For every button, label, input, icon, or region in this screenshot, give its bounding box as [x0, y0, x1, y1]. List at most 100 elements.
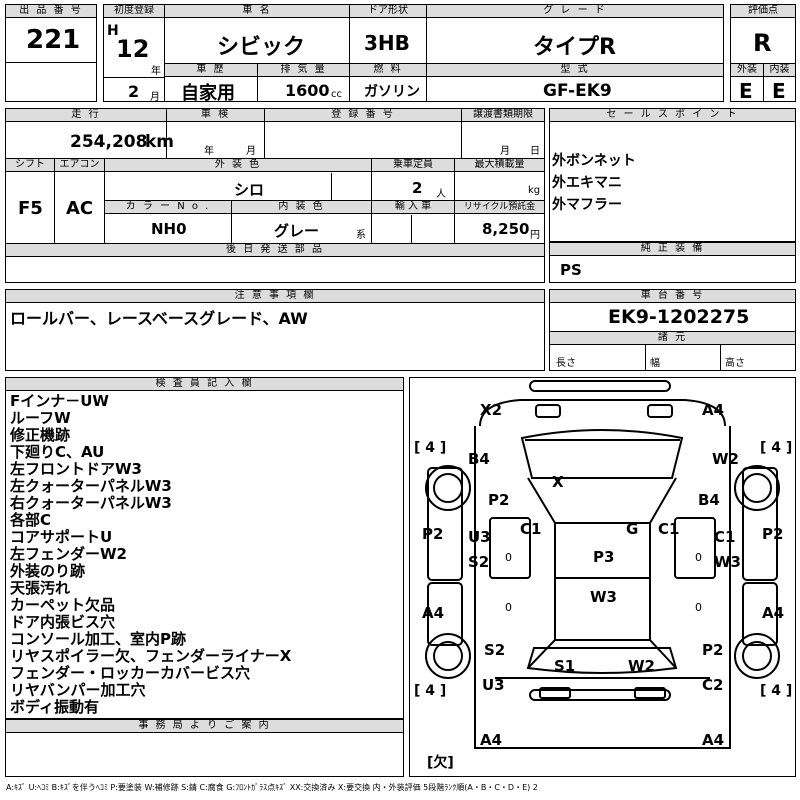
genuine-equipment-box: 純 正 装 備 PS [549, 242, 796, 283]
mileage-unit: km [145, 132, 175, 152]
lot-label: 出 品 番 号 [6, 5, 96, 18]
insp-year-unit: 年 [204, 146, 214, 157]
car-name-box: 車 名 シビック 車 歴 排 気 量 自家用 1600 cc [164, 4, 350, 104]
sales-point-2: 外エキマニ [552, 175, 622, 191]
first-reg-year: 12 [116, 35, 150, 63]
damage-code-c1l: C1 [520, 520, 542, 538]
import-label: 輸 入 車 [372, 201, 454, 214]
chassis-label: 車 台 番 号 [550, 290, 795, 303]
inspector-note: 右クォーターパネルW3 [10, 494, 172, 512]
damage-code-a4l: A4 [422, 604, 445, 622]
mileage: 254,208 [70, 132, 148, 152]
inspector-note: Fインナ－UW [10, 392, 109, 410]
first-reg-month: 2 [128, 82, 140, 101]
color-no: NH0 [151, 220, 187, 238]
damage-code-b4r: B4 [698, 491, 720, 509]
score-label: 評価点 [731, 5, 795, 18]
office-box: 事 務 局 よ り ご 案 内 [5, 719, 404, 777]
displacement: 1600 [285, 81, 330, 100]
later-parts-label: 後 日 発 送 部 品 [6, 244, 544, 257]
damage-code-a4br: A4 [702, 731, 725, 749]
damage-code-u3b: U3 [482, 676, 505, 694]
grade-box: グ レ ー ド タイプR 型 式 GF-EK9 [426, 4, 724, 102]
inspector-note: コアサポートU [10, 528, 113, 546]
car-outline [425, 380, 780, 749]
damage-code-s2b: S2 [484, 641, 506, 659]
score-box: 評価点 R 外装 内装 E E [730, 4, 796, 103]
history: 自家用 [181, 83, 235, 104]
score: R [753, 29, 772, 57]
specs-label: 諸 元 [550, 332, 795, 345]
ext-label: 外装 [731, 64, 763, 77]
damage-code-g: G [626, 520, 639, 538]
car-name: シビック [217, 35, 306, 60]
insp-month-unit: 月 [246, 146, 256, 157]
int-color: グレー [274, 222, 320, 240]
deadline-month-unit: 月 [500, 146, 510, 157]
tire-rear-right: [ 4 ] [760, 683, 793, 699]
month-unit: 月 [150, 92, 160, 103]
damage-code-w2b: W2 [628, 657, 655, 675]
recycle-fee: 8,250 [482, 220, 530, 238]
inspector-note: 左フロントドアW3 [10, 460, 142, 478]
int-color-label: 内 装 色 [232, 201, 371, 214]
damage-code-p2l: P2 [488, 491, 510, 509]
int-color-unit: 系 [356, 230, 366, 241]
inspector-note: コンソール加工、室内P跡 [10, 630, 186, 648]
inspector-note: ボディ振動有 [10, 698, 99, 716]
sales-point-3: 外マフラー [552, 197, 622, 213]
sales-point-label: セ ー ル ス ポ イ ン ト [550, 109, 795, 122]
capacity: 2 [412, 179, 423, 197]
load-label: 最大積載量 [455, 159, 544, 172]
damage-code-c1ri: C1 [714, 528, 736, 546]
office-label: 事 務 局 よ り ご 案 内 [6, 720, 403, 733]
inspector-note: 下廻りC、AU [10, 443, 105, 461]
aircon-label: エアコン [55, 159, 104, 172]
model-label: 型 式 [427, 64, 723, 77]
damage-code-zl1: 0 [505, 551, 512, 564]
genuine-equipment: PS [560, 261, 582, 279]
first-registration-box: 初度登録 H 12 年 2 月 [103, 4, 165, 103]
car-name-label: 車 名 [165, 5, 349, 18]
damage-code-s2l: S2 [468, 553, 490, 571]
damage-code-s1: S1 [554, 657, 576, 675]
lot-number: 221 [26, 25, 81, 55]
damage-code-p2or: P2 [762, 525, 784, 543]
fuel-label: 燃 料 [350, 64, 426, 77]
tire-rear-left: [ 4 ] [414, 683, 447, 699]
inspector-note: 各部C [10, 511, 52, 529]
load-unit: kg [528, 185, 541, 196]
tire-front-left: [ 4 ] [414, 440, 447, 456]
inspector-note: ルーフW [10, 409, 71, 427]
length-label: 長さ [556, 358, 576, 369]
first-reg-label: 初度登録 [104, 5, 164, 18]
capacity-label: 乗車定員 [372, 159, 454, 172]
door-label: ドア形状 [350, 5, 426, 18]
damage-code-a4bl: A4 [480, 731, 503, 749]
door-type: 3HB [364, 31, 410, 55]
inspector-note: フェンダー・ロッカーカバービス穴 [10, 664, 251, 682]
height-label: 高さ [725, 358, 745, 369]
grade-label: グ レ ー ド [427, 5, 723, 18]
aircon: AC [66, 198, 94, 219]
damage-code-a4r: A4 [762, 604, 785, 622]
tire-front-right: [ 4 ] [760, 440, 793, 456]
inspector-note: リヤバンパー加工穴 [10, 681, 146, 699]
year-unit: 年 [151, 66, 161, 77]
damage-code-zl2: 0 [505, 601, 512, 614]
inspector-note: 左クォーターパネルW3 [10, 477, 172, 495]
ext-grade: E [739, 79, 753, 103]
damage-code-c1r: C1 [658, 520, 680, 538]
damage-code-u3: U3 [468, 528, 491, 546]
damage-code-x: X [552, 473, 564, 491]
displacement-label: 排 気 量 [258, 64, 349, 77]
inspector-note: 外装のり跡 [10, 562, 86, 580]
inspector-note: 修正機跡 [10, 426, 71, 444]
inspector-note: 左フェンダーW2 [10, 545, 127, 563]
inspector-note: ドア内張ビス穴 [10, 613, 116, 631]
damage-code-a4tr: A4 [702, 401, 725, 419]
damage-code-p2ol: P2 [422, 525, 444, 543]
inspector-note: カーペット欠品 [10, 596, 116, 614]
